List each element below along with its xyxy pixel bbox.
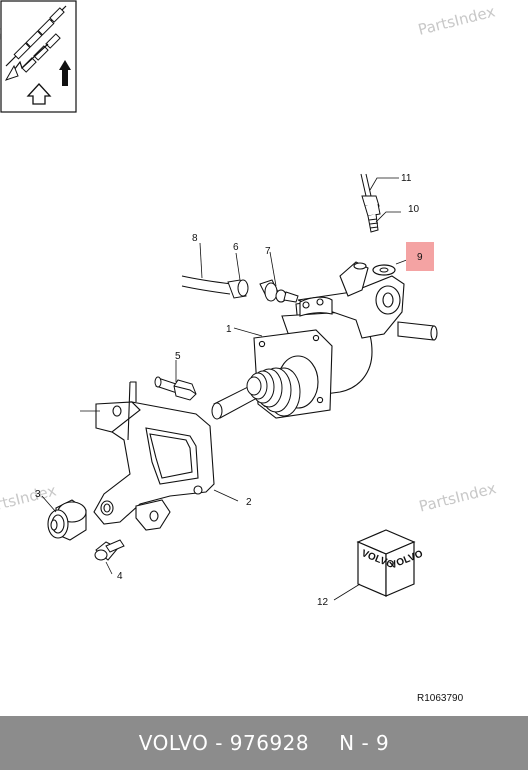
kit-box: VOLVO VOLVO [356,529,425,597]
washer [372,264,396,276]
callout-6: 6 [233,242,239,253]
bolt-upper [154,376,197,401]
footer-part-number: VOLVO - 976928 [138,731,310,755]
leader-lines [41,177,413,601]
footer-position: N - 9 [339,731,390,755]
callout-5: 5 [175,351,181,362]
callout-9: 9 [417,252,423,263]
callout-11: 11 [401,173,412,184]
rubber-grommet [47,499,87,541]
clutch-line [360,173,381,233]
callout-12: 12 [317,597,329,608]
callout-7: 7 [265,246,271,257]
watermark-mid-right: PartsIndex [417,479,498,516]
reference-code: R1063790 [417,693,464,704]
bellows-push-rod [211,367,301,420]
orientation-icon [0,0,77,113]
callout-1: 1 [226,324,232,335]
bolt-lower [94,539,125,561]
callout-4: 4 [117,571,123,582]
watermark-top-right: PartsIndex [416,2,497,39]
callout-3: 3 [35,489,41,500]
watermark-mid-left: PartsIndex [0,481,58,518]
footer-bar: VOLVO - 976928 N - 9 [0,716,528,770]
callout-8: 8 [192,233,198,244]
parts-diagram: PartsIndex PartsIndex PartsIndex PartsIn… [0,0,498,704]
highlight-callout-9 [406,242,434,271]
hydraulic-hose [181,275,299,303]
callout-10: 10 [408,204,420,215]
mounting-bracket [93,381,215,531]
callout-2: 2 [246,497,252,508]
